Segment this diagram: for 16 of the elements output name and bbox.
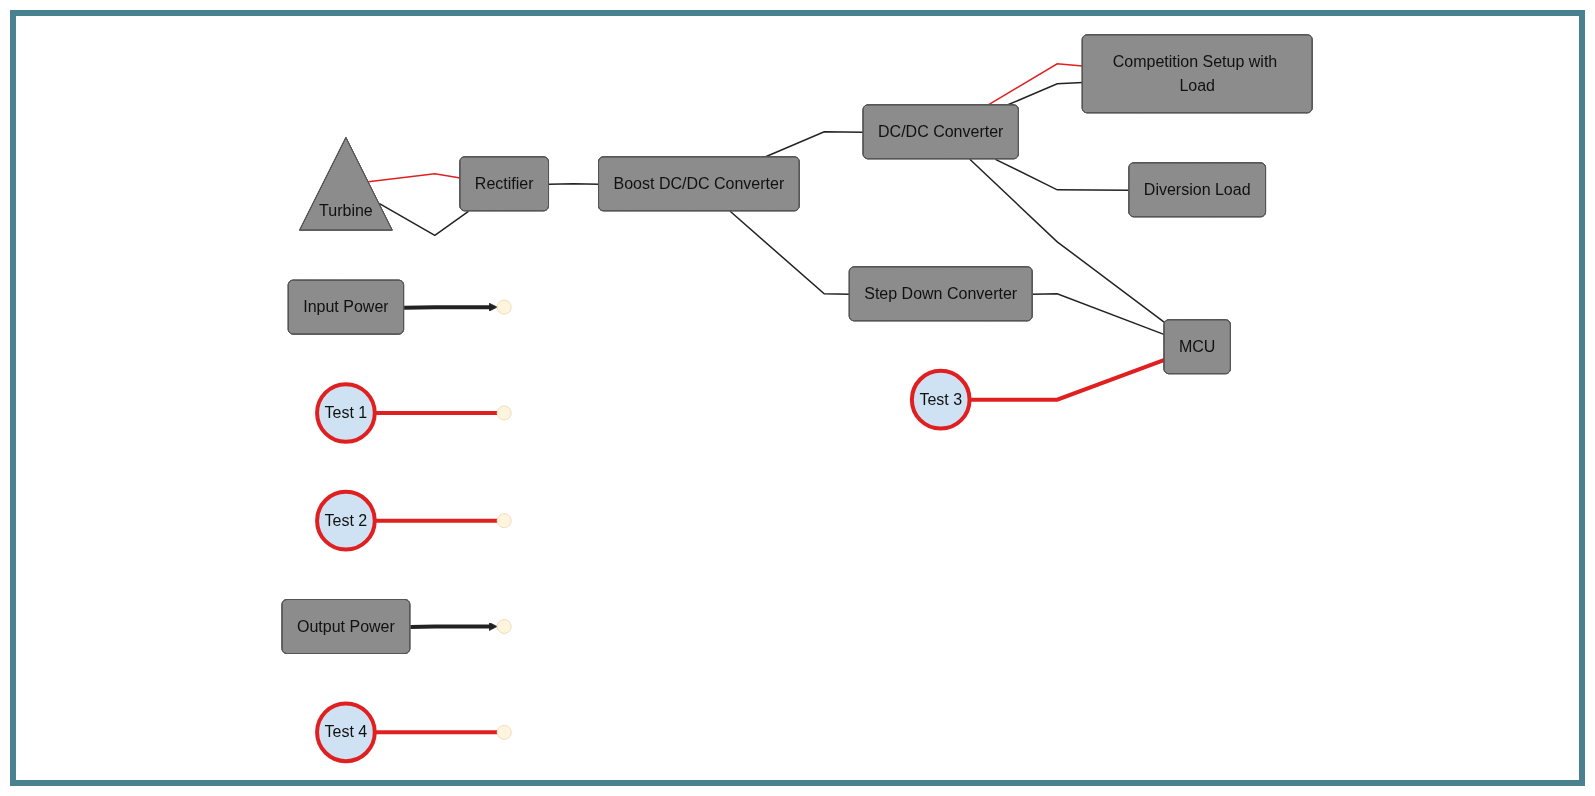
arrow: [410, 622, 498, 631]
connector: [969, 158, 1167, 324]
connector: [1032, 293, 1166, 336]
node-circle: Test 3: [910, 368, 972, 431]
connector: [375, 411, 498, 415]
node-circle: Test 1: [315, 382, 378, 444]
connector: [995, 158, 1131, 192]
connector: [375, 518, 498, 523]
connector: [368, 173, 462, 183]
connector: [378, 202, 470, 237]
node-circle: Test 4: [315, 701, 378, 764]
connector: [729, 210, 851, 296]
arrow: [404, 302, 498, 312]
node-circle: Test 2: [315, 489, 378, 552]
connector: [987, 63, 1084, 107]
connector: [375, 730, 498, 735]
